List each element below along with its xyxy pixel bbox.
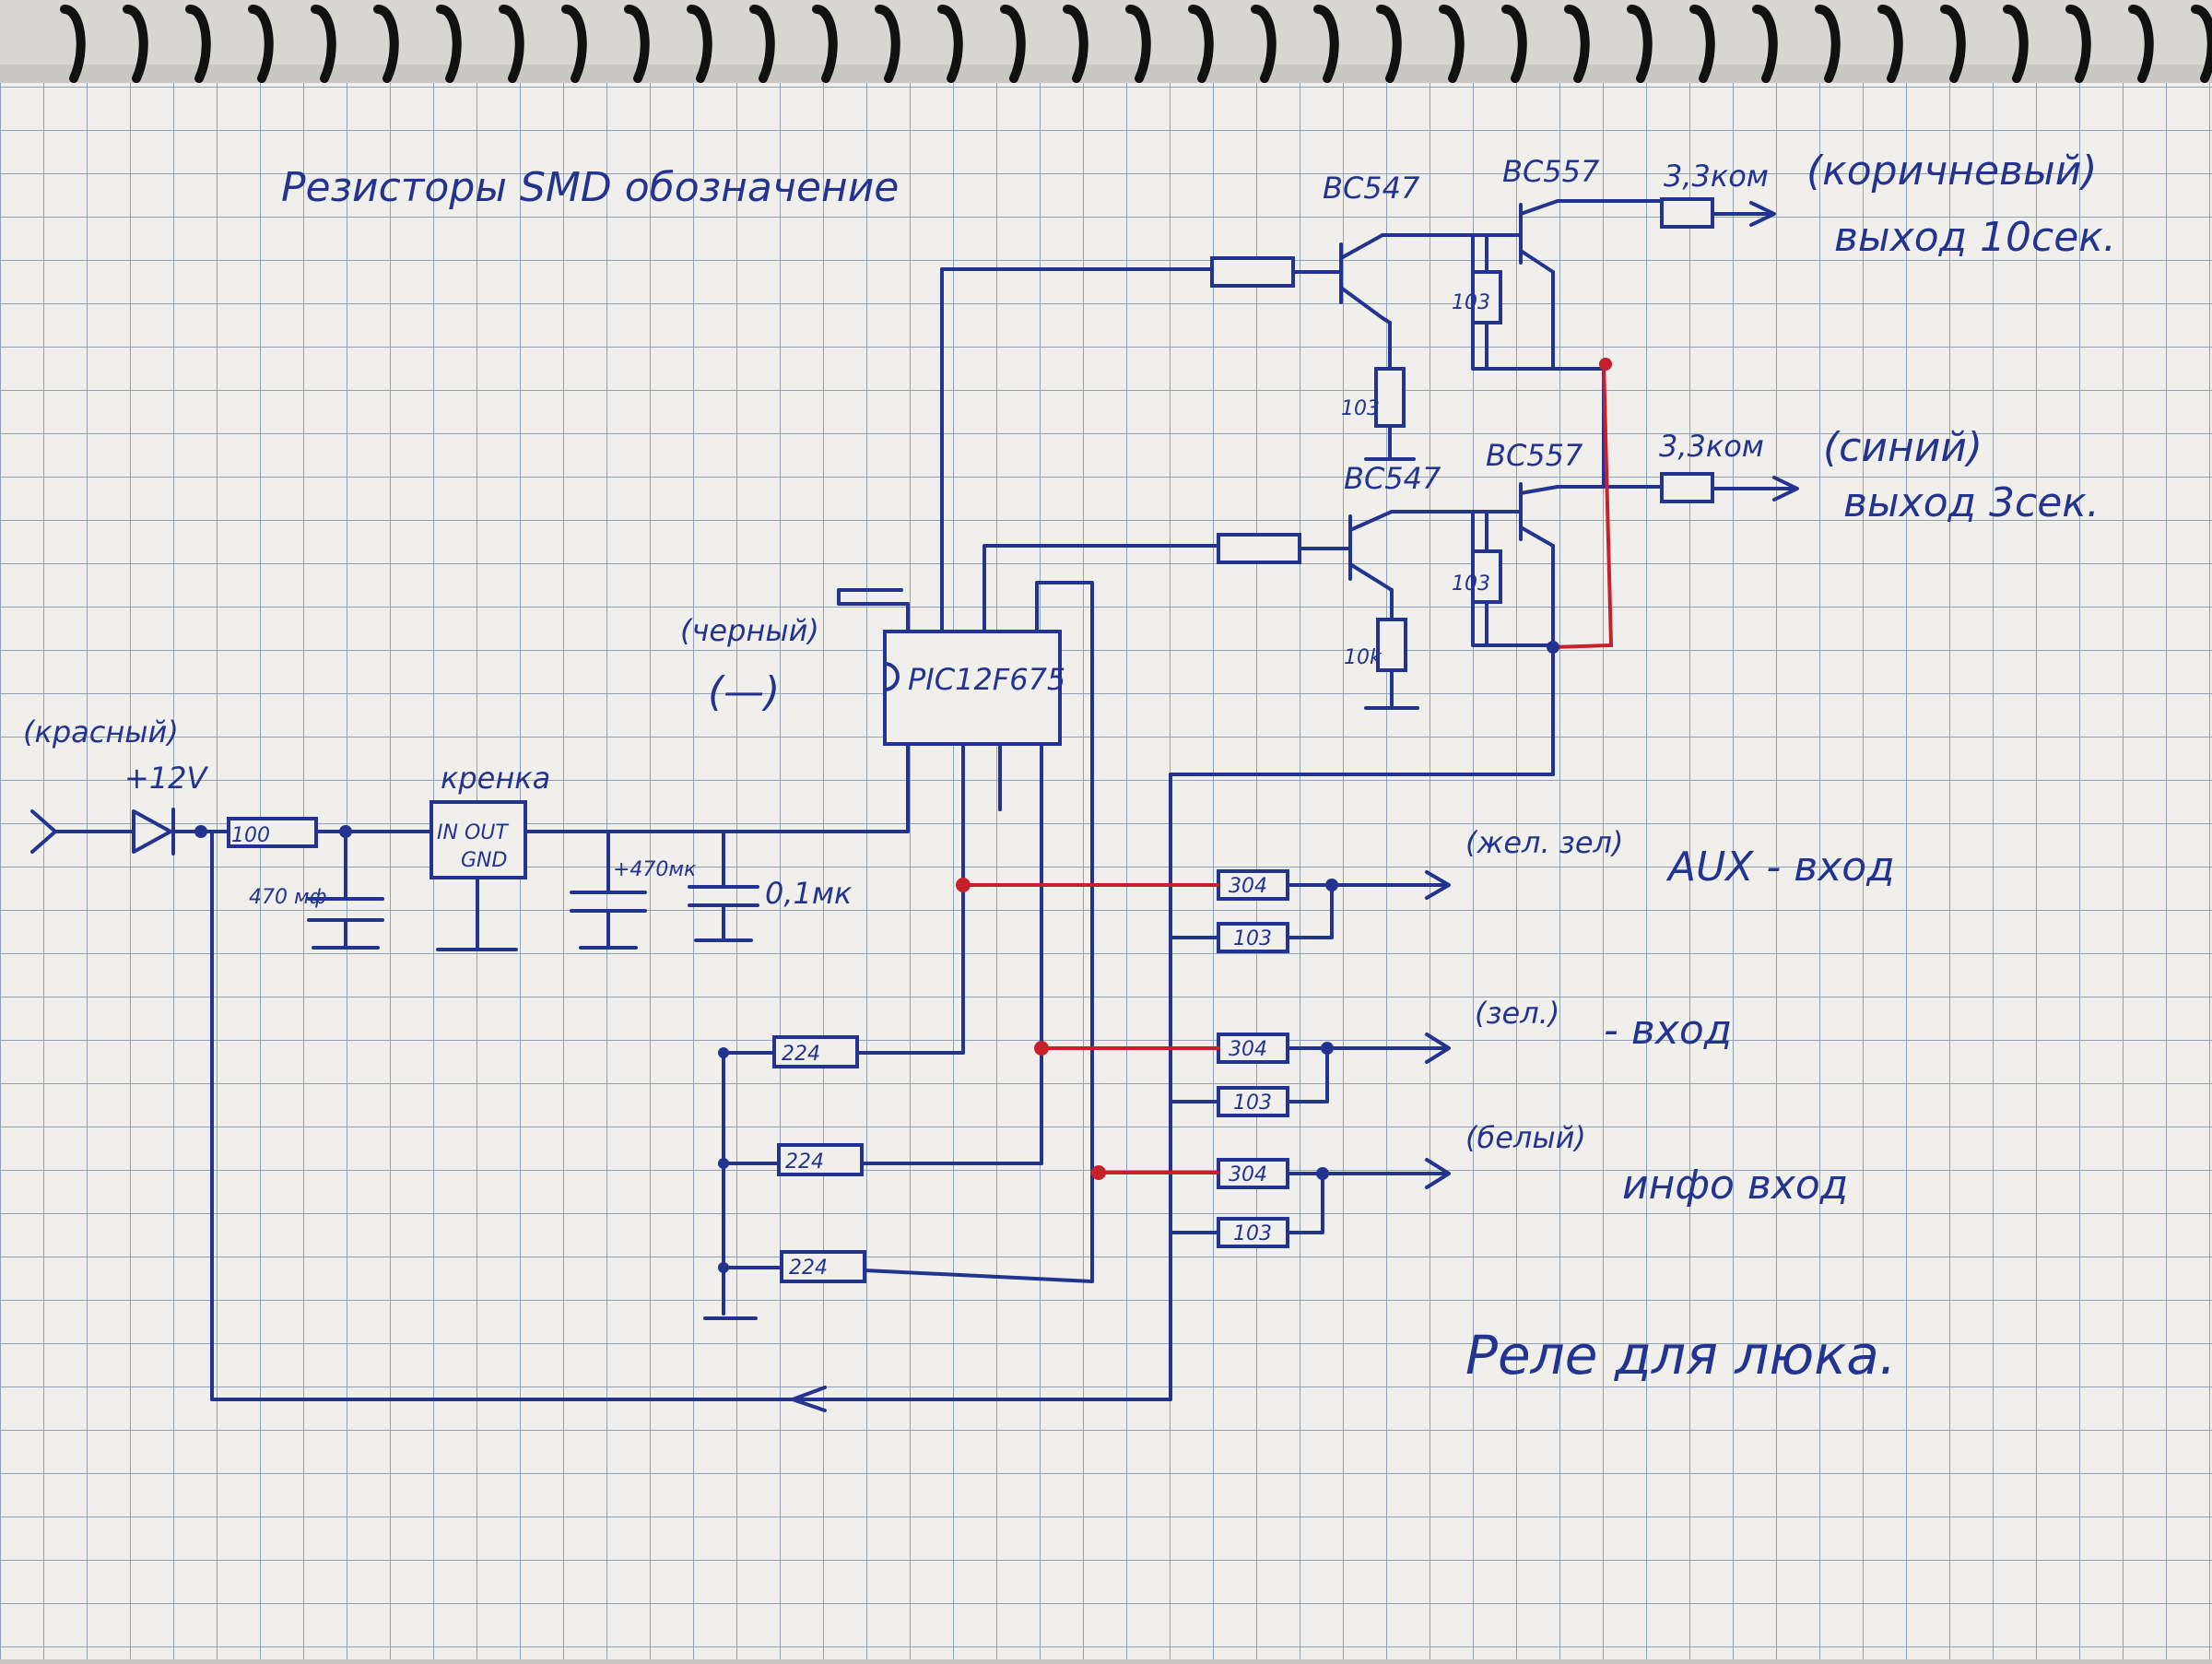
q1b-label: BC557 [1502, 154, 1600, 189]
r304-2-label: 304 [1229, 1038, 1267, 1061]
diode-icon [132, 809, 172, 854]
spiral-ring [1501, 5, 1527, 83]
out1-label: выход 10сек. [1834, 214, 2116, 261]
spiral-ring [2128, 5, 2154, 83]
title: Резисторы SMD обозначение [281, 164, 899, 211]
spiral-ring [2065, 5, 2091, 83]
inputs-section [703, 742, 1451, 1401]
in1-label: AUX - вход [1665, 844, 1895, 891]
spiral-ring [561, 5, 587, 83]
regulator-pins-label: IN OUT [437, 821, 509, 844]
r-e1-label: 103 [1341, 397, 1380, 420]
r-b2-label: 103 [1452, 572, 1490, 596]
r224-1-label: 224 [782, 1043, 820, 1066]
spiral-ring [2003, 5, 2029, 83]
spiral-ring [1815, 5, 1841, 83]
spiral-ring [1188, 5, 1214, 83]
spiral-ring [1439, 5, 1465, 83]
r304-3-label: 304 [1229, 1163, 1267, 1186]
r-b1-label: 103 [1452, 291, 1490, 314]
r103-2-label: 103 [1233, 1092, 1272, 1115]
spiral-ring [373, 5, 399, 83]
spiral-ring [60, 5, 86, 83]
regulator-box [429, 800, 527, 879]
q1a-label: BC547 [1323, 171, 1420, 206]
spiral-ring [1000, 5, 1026, 83]
mcu-label: PIC12F675 [908, 662, 1065, 697]
spiral-ring [1251, 5, 1277, 83]
ground-sign-label: (—) [708, 668, 780, 715]
spiral-ring [499, 5, 524, 83]
in2-label: - вход [1604, 1007, 1732, 1054]
spiral-ring [1877, 5, 1903, 83]
out2-color-label: (синий) [1823, 424, 1983, 471]
q2a-label: BC547 [1344, 461, 1441, 496]
spiral-ring [311, 5, 336, 83]
r103-1-label: 103 [1233, 927, 1272, 950]
spiral-ring [123, 5, 148, 83]
footer-title: Реле для люка. [1465, 1324, 1896, 1387]
spiral-ring [1940, 5, 1966, 83]
in2-color-label: (зел.) [1475, 996, 1559, 1031]
out1-color-label: (коричневый) [1806, 148, 2097, 195]
r224-3-label: 224 [789, 1257, 828, 1280]
spiral-ring [1063, 5, 1088, 83]
cap2-label: +470мк [613, 858, 697, 881]
in3-color-label: (белый) [1465, 1120, 1586, 1155]
cap1-label: 470 мф [249, 886, 326, 909]
spiral-ring [687, 5, 712, 83]
output-stage-1 [940, 197, 1776, 461]
spiral-ring [1689, 5, 1715, 83]
r103-3-label: 103 [1233, 1222, 1272, 1245]
spiral-ring [624, 5, 650, 83]
cap3-label: 0,1мк [765, 876, 853, 911]
resistor-100 [227, 817, 318, 848]
in1-color-label: (жел. зел) [1465, 825, 1623, 860]
r-in-label: 100 [231, 824, 270, 847]
input-color-label: (красный) [23, 714, 179, 749]
grid-paper [0, 83, 2212, 1659]
spiral-ring [1376, 5, 1402, 83]
spiral-ring [875, 5, 900, 83]
spiral-ring [749, 5, 775, 83]
ground-color-label: (черный) [680, 613, 819, 648]
regulator-gnd-label: GND [461, 849, 507, 872]
spiral-ring [185, 5, 211, 83]
r224-2-label: 224 [785, 1151, 824, 1174]
output-stage-2 [1169, 358, 1799, 776]
r-out2-label: 3,3ком [1659, 429, 1764, 464]
spiral-ring [248, 5, 274, 83]
input-voltage-label: +12V [124, 761, 209, 796]
regulator-label: кренка [441, 761, 550, 796]
spiral-ring [1564, 5, 1590, 83]
r-out1-label: 3,3ком [1664, 159, 1769, 194]
r304-1-label: 304 [1229, 875, 1267, 898]
spiral-ring [436, 5, 462, 83]
r-e2-label: 10k [1344, 646, 1382, 669]
in3-label: инфо вход [1622, 1162, 1848, 1209]
spiral-ring [1125, 5, 1151, 83]
spiral-ring [2191, 5, 2212, 83]
spiral-ring [812, 5, 838, 83]
spiral-ring [1627, 5, 1653, 83]
out2-label: выход 3сек. [1843, 479, 2100, 526]
q2b-label: BC557 [1486, 438, 1583, 473]
spiral-ring [1752, 5, 1778, 83]
spiral-ring [1313, 5, 1339, 83]
spiral-binding [0, 0, 2212, 83]
spiral-ring [937, 5, 963, 83]
